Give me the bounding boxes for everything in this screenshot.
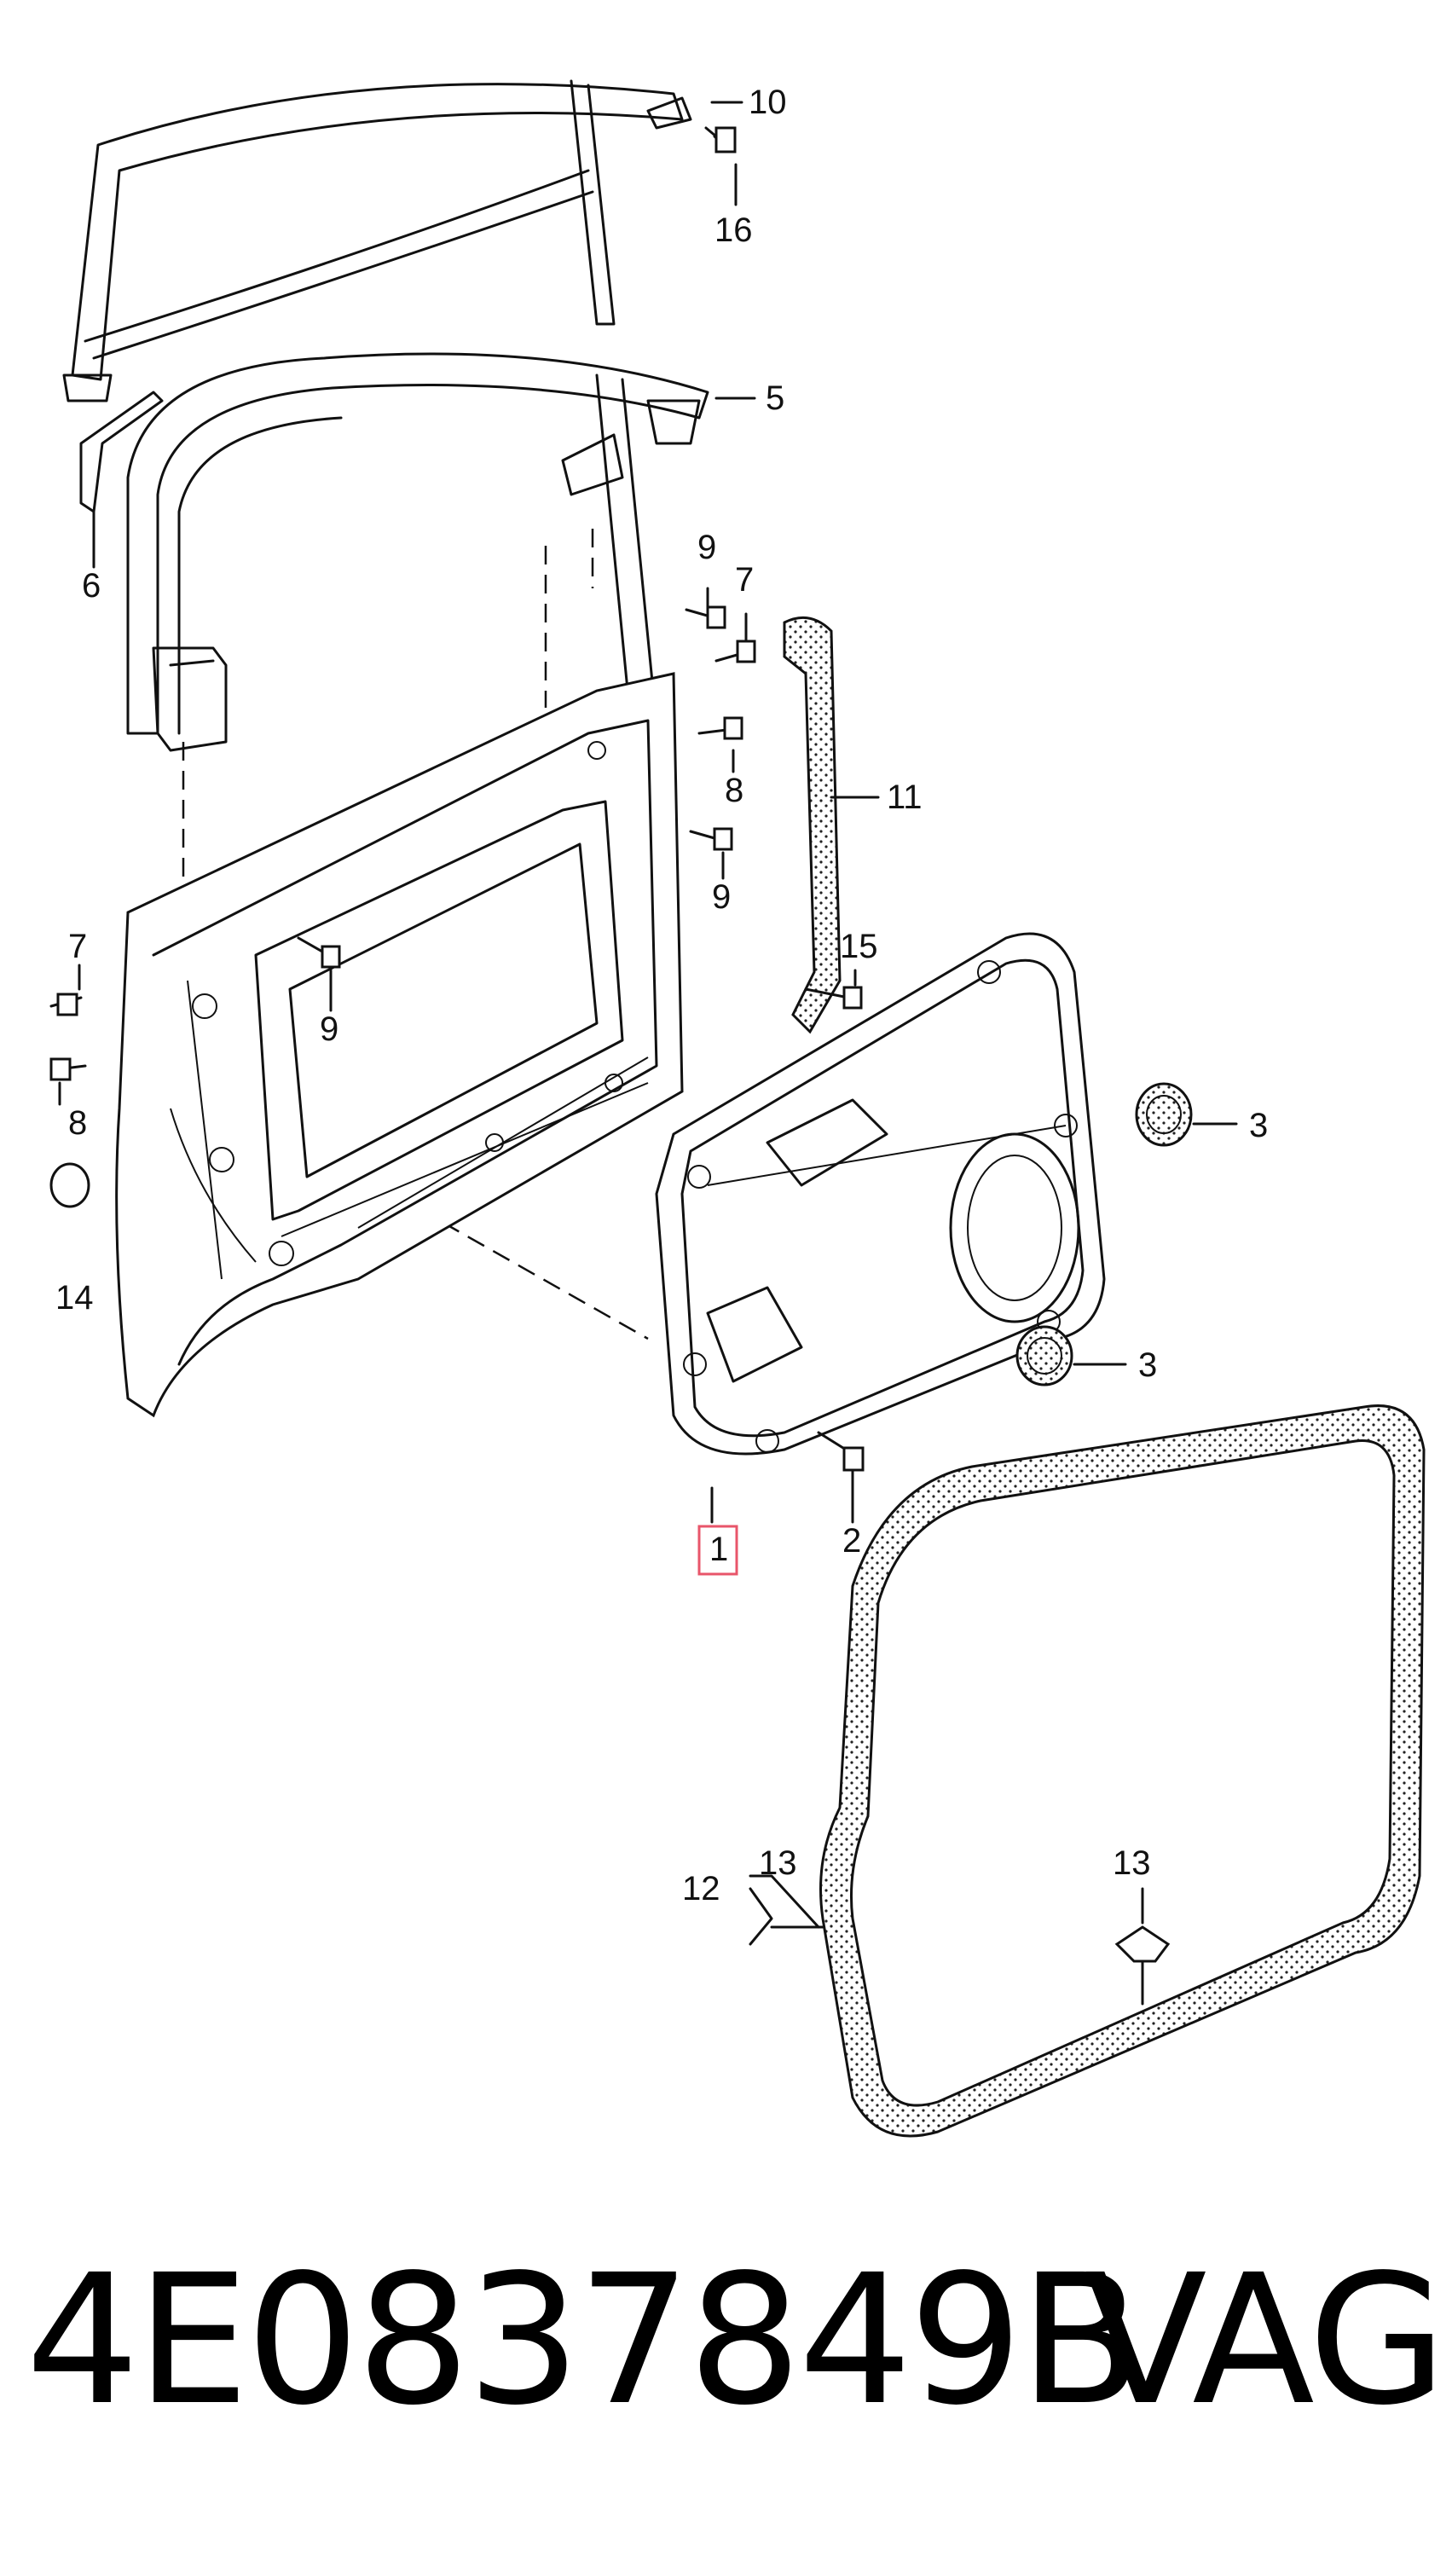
bracket-6 — [79, 391, 164, 513]
callout-16: 16 — [714, 211, 753, 249]
callout-14: 14 — [55, 1279, 94, 1317]
bolts — [49, 126, 865, 1472]
callout-5: 5 — [766, 379, 784, 417]
callout-13-left: 13 — [759, 1844, 797, 1882]
grommet-3-upper — [1135, 1082, 1193, 1147]
callout-9-left: 9 — [320, 1010, 338, 1048]
callout-8-top: 8 — [725, 772, 743, 809]
cap-14 — [49, 1162, 90, 1208]
callout-12: 12 — [682, 1870, 720, 1907]
callout-2: 2 — [842, 1522, 861, 1560]
window-frame-top — [62, 79, 692, 402]
callout-15: 15 — [840, 928, 878, 965]
callout-10: 10 — [749, 84, 787, 121]
window-guide-frame — [126, 352, 709, 735]
callout-9-mid: 9 — [712, 878, 731, 916]
callout-3-upper: 3 — [1249, 1107, 1268, 1144]
door-seal-strip-11 — [783, 616, 842, 1034]
door-shell — [115, 672, 684, 1418]
door-seal-12 — [819, 1404, 1426, 2138]
door-module-carrier-1 — [655, 932, 1106, 1456]
callout-7-left: 7 — [68, 928, 87, 965]
leader-lines — [58, 101, 1238, 1946]
highlight-box — [697, 1525, 738, 1576]
part-number: 4E0837849B — [26, 2236, 1143, 2445]
callout-labels: 10 16 5 6 9 7 8 11 9 15 7 9 8 3 14 3 1 2… — [55, 84, 1268, 1907]
callout-13-right: 13 — [1113, 1844, 1151, 1882]
callout-7-top: 7 — [735, 561, 754, 599]
bracket-lower — [152, 646, 228, 752]
callout-6: 6 — [82, 567, 101, 605]
callout-8-left: 8 — [68, 1104, 87, 1142]
brand-name: VAG — [1085, 2236, 1447, 2445]
callout-3-lower: 3 — [1138, 1346, 1157, 1384]
callout-9-top: 9 — [697, 529, 716, 566]
callout-11: 11 — [887, 779, 923, 816]
grommet-3-lower — [1015, 1325, 1073, 1386]
clip-13 — [1114, 1925, 1171, 2006]
callout-1: 1 — [709, 1531, 728, 1568]
